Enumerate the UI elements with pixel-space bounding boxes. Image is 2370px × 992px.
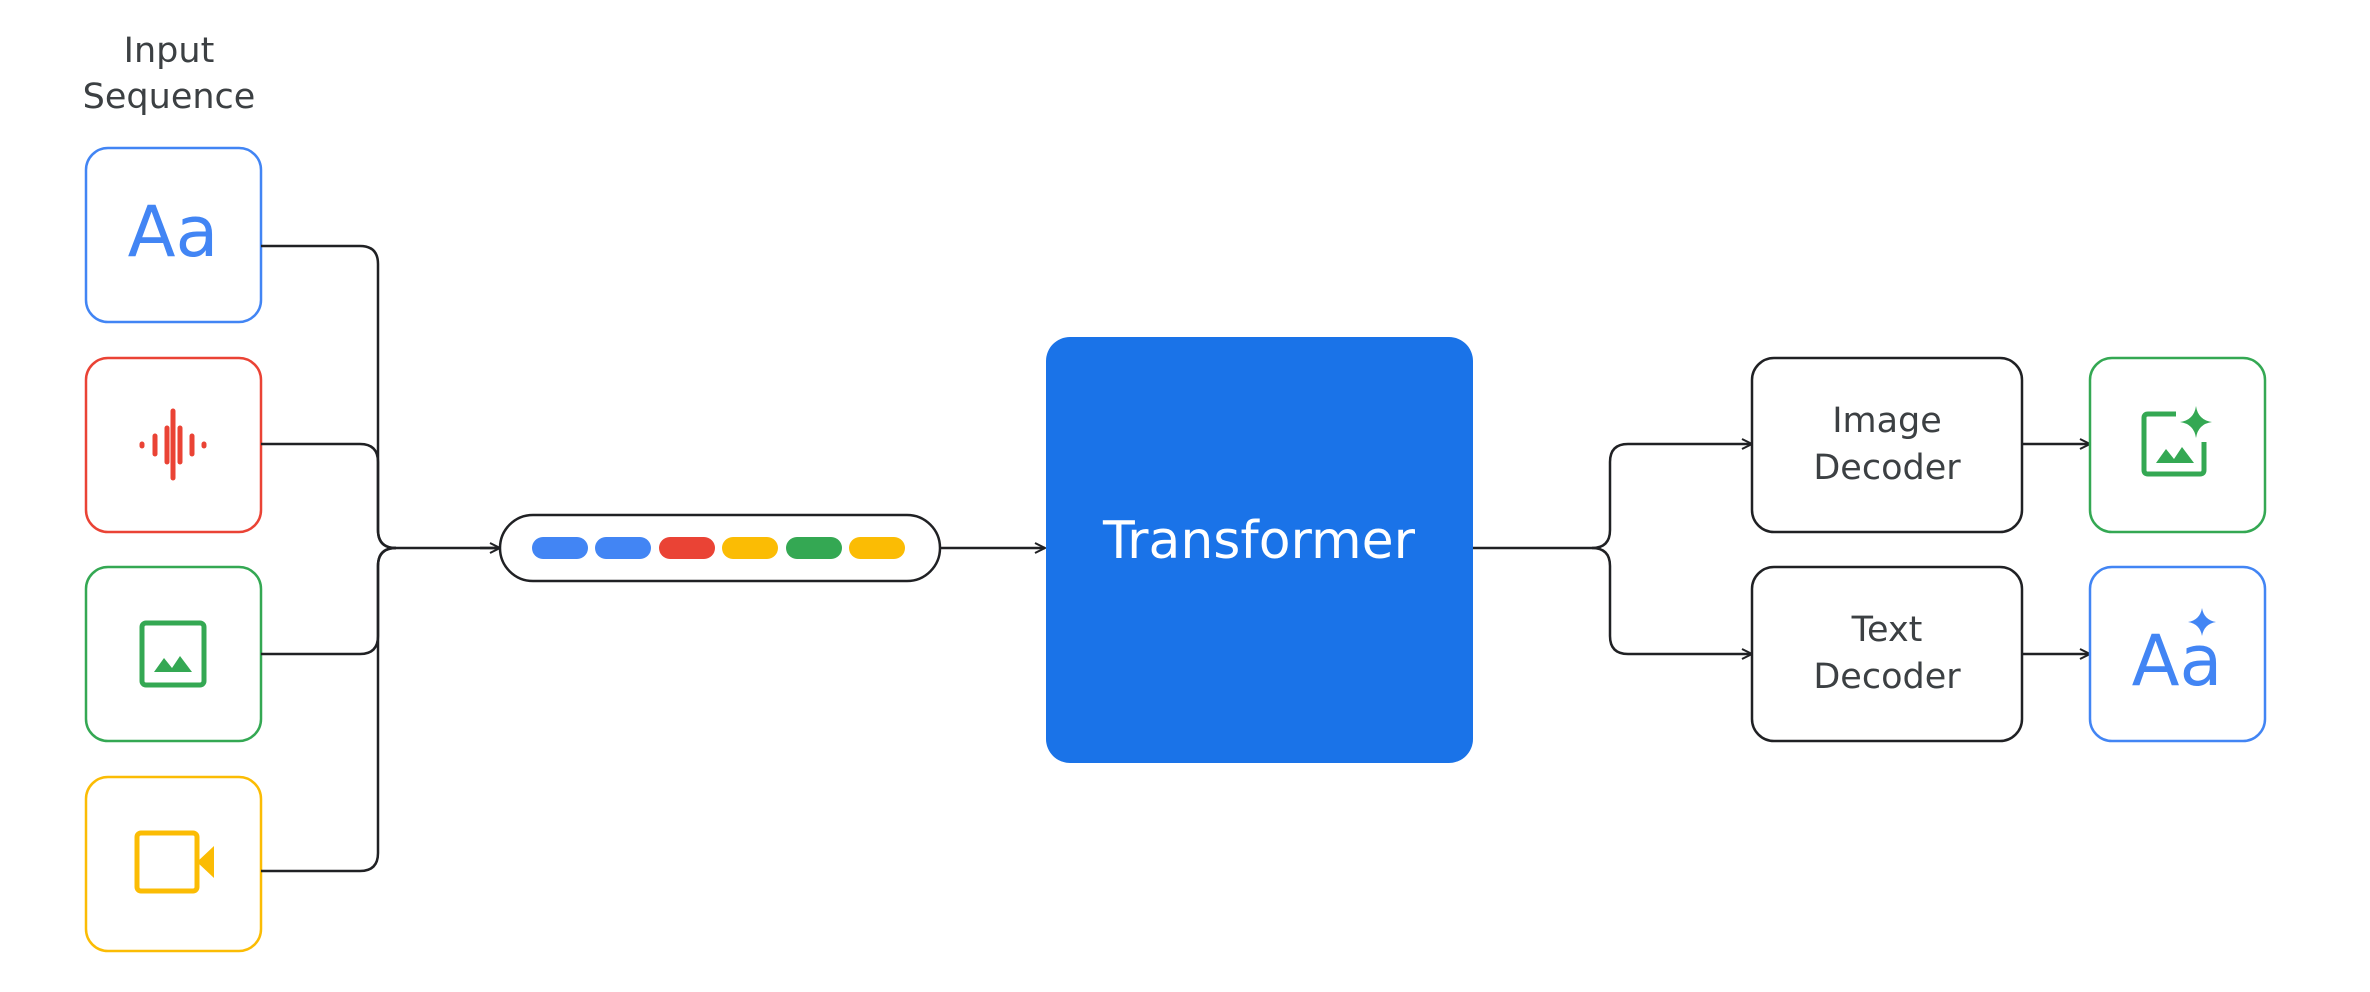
generated-image-icon: [2141, 406, 2212, 477]
token-2: [595, 537, 651, 559]
output-image-box: [2088, 356, 2267, 534]
output-split-connectors: [1473, 444, 1752, 654]
audio-waveform-icon: [139, 408, 207, 481]
input-sequence-title-line2: Sequence: [83, 77, 256, 117]
transformer-block: Transformer: [1046, 337, 1473, 763]
sparkle-icon: [2188, 608, 2216, 636]
output-text-box: Aa: [2088, 565, 2267, 743]
image-decoder-label-line1: Image: [1832, 401, 1942, 441]
transformer-label: Transformer: [1102, 511, 1416, 571]
image-decoder-box: Image Decoder: [1750, 356, 2024, 534]
text-decoder-label-line1: Text: [1851, 610, 1923, 650]
text-decoder-box: Text Decoder: [1750, 565, 2024, 743]
input-text-box: Aa: [84, 146, 263, 324]
image-decoder-label-line2: Decoder: [1813, 448, 1961, 488]
input-merge-connectors: [261, 244, 500, 873]
token-1: [532, 537, 588, 559]
token-sequence: [498, 513, 942, 583]
input-video-box: [84, 775, 263, 953]
token-4: [722, 537, 778, 559]
input-audio-box: [84, 356, 263, 534]
text-decoder-label-line2: Decoder: [1813, 657, 1961, 697]
image-icon: [139, 620, 207, 688]
token-3: [659, 537, 715, 559]
token-5: [786, 537, 842, 559]
text-aa-icon: Aa: [128, 191, 219, 273]
input-sequence-title-line1: Input: [124, 31, 215, 71]
video-camera-icon: [134, 830, 214, 894]
generated-text-icon: Aa: [2132, 620, 2223, 702]
input-image-box: [84, 565, 263, 743]
token-6: [849, 537, 905, 559]
sparkle-icon: [2180, 406, 2212, 438]
